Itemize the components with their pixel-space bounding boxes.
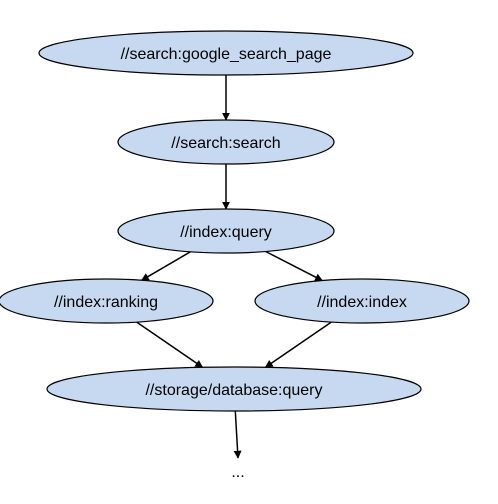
node-ellipse xyxy=(254,278,470,324)
node-ellipse xyxy=(0,278,214,324)
node-label: //index:query xyxy=(180,224,272,241)
continuation-ellipsis: ... xyxy=(231,464,244,481)
node-ranking: //index:ranking xyxy=(0,278,214,324)
node-label: //index:index xyxy=(317,294,407,311)
node-query: //index:query xyxy=(117,208,335,254)
edge-ranking-to-db_query xyxy=(136,321,204,368)
node-ellipse xyxy=(38,30,414,76)
node-google_search_page: //search:google_search_page xyxy=(38,30,414,76)
node-search: //search:search xyxy=(117,119,335,165)
node-ellipse xyxy=(46,366,422,412)
node-label: //search:google_search_page xyxy=(121,46,332,63)
node-db_query: //storage/database:query xyxy=(46,366,422,412)
node-label: //search:search xyxy=(171,135,280,152)
node-label: //storage/database:query xyxy=(145,382,322,399)
node-index: //index:index xyxy=(254,278,470,324)
nodes: //search:google_search_page //search:sear… xyxy=(0,30,470,412)
edge-query-to-index xyxy=(265,250,324,282)
node-ellipse xyxy=(117,119,335,165)
node-ellipse xyxy=(117,208,335,254)
edge-query-to-ranking xyxy=(140,251,191,281)
edge-db_query-to-more xyxy=(233,410,242,459)
edges xyxy=(136,75,332,459)
edge-index-to-db_query xyxy=(264,321,332,368)
node-label: //index:ranking xyxy=(54,294,158,311)
